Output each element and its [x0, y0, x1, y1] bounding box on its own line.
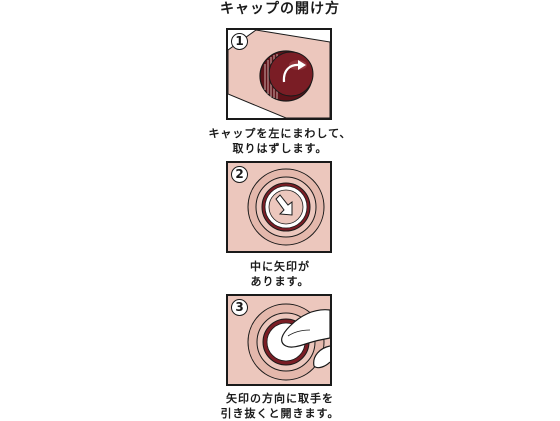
- caption-line: キャップを左にまわして、: [208, 127, 352, 140]
- caption-line: 取りはずします。: [232, 142, 328, 155]
- page-title: キャップの開け方: [220, 1, 340, 17]
- step-1-caption: キャップを左にまわして、 取りはずします。: [180, 126, 380, 156]
- caption-line: あります。: [250, 275, 310, 288]
- step-number-badge: 2: [231, 166, 248, 183]
- step-1-illustration: 1: [226, 28, 332, 120]
- cap-twist-icon: [228, 30, 330, 118]
- caption-line: 矢印の方向に取手を: [226, 392, 334, 405]
- step-number-badge: 1: [231, 33, 248, 50]
- step-2-caption: 中に矢印が あります。: [180, 259, 380, 289]
- step-3-illustration: 3: [226, 294, 332, 386]
- caption-line: 引き抜くと開きます。: [220, 407, 340, 420]
- caption-line: 中に矢印が: [250, 260, 310, 273]
- step-2-illustration: 2: [226, 161, 332, 253]
- step-3-caption: 矢印の方向に取手を 引き抜くと開きます。: [180, 391, 380, 421]
- step-number-badge: 3: [231, 299, 248, 316]
